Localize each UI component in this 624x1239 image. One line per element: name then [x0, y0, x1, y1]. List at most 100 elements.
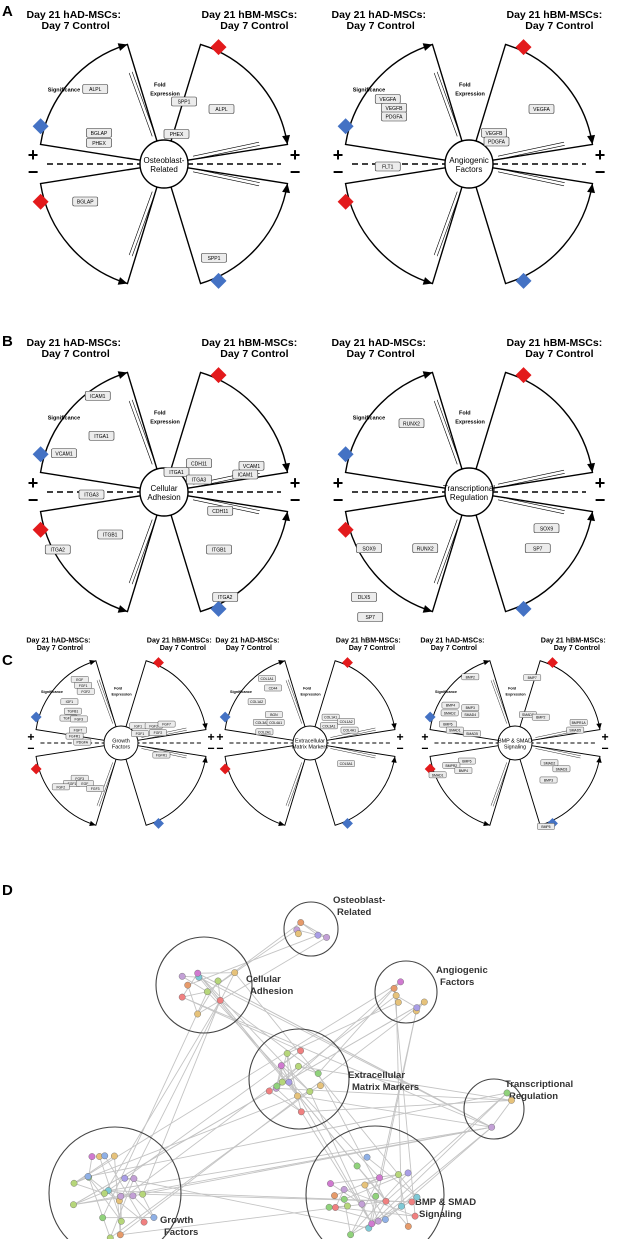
gene-box — [441, 701, 460, 709]
gene-box — [86, 785, 105, 792]
gene-box — [157, 720, 176, 728]
network-cluster-label: Osteoblast- — [333, 895, 385, 906]
fold-arrow-line — [330, 746, 376, 757]
network-node — [99, 1214, 107, 1222]
gene-box — [149, 729, 167, 736]
gene-label: FGF3 — [75, 777, 84, 781]
arrowhead — [282, 134, 291, 145]
fold-arrow-line — [433, 519, 458, 584]
network-edge — [368, 1126, 492, 1229]
network-cluster-label: Matrix Markers — [352, 1082, 419, 1093]
network-edge — [280, 1065, 311, 1092]
minus-sign-left: − — [28, 162, 39, 182]
plus-sign-right: + — [602, 730, 609, 744]
fold-arrow-line — [98, 679, 116, 723]
fold-arrow-line — [497, 469, 565, 485]
had-header-line1: Day 21 hAD-MSCs: — [26, 637, 90, 645]
network-node — [178, 972, 186, 980]
network-node — [297, 919, 305, 926]
network-edge — [142, 1000, 221, 1195]
gene-label: FGF2 — [56, 785, 65, 789]
plus-sign-left: + — [27, 730, 34, 744]
significance-marker — [210, 272, 227, 289]
hbm-header-line2: Day 7 Control — [349, 644, 395, 652]
fold-arrow-line — [131, 192, 156, 257]
category-title: Signaling — [504, 744, 526, 750]
petal-sector — [475, 495, 594, 613]
plus-sign-right: + — [595, 145, 606, 165]
gene-label: PDGFA — [386, 115, 404, 121]
gene-box — [537, 823, 555, 830]
fold-arrow-line — [131, 71, 156, 136]
plus-sign-left: + — [28, 145, 39, 165]
gene-box — [51, 783, 70, 791]
panel-label-b: B — [2, 333, 13, 350]
significance-marker — [219, 711, 231, 723]
gene-label: VEGFA — [533, 107, 550, 113]
significance-label: Significance — [48, 416, 80, 422]
network-node — [390, 984, 398, 992]
gene-box — [539, 776, 558, 784]
network-edge — [297, 1095, 492, 1128]
petal-sector — [314, 745, 396, 826]
fold-expression-label: Fold — [154, 83, 166, 89]
arrowhead — [89, 659, 96, 666]
network-cluster-label: Cellular — [246, 974, 281, 985]
gene-label: COL4A1 — [269, 721, 282, 725]
gene-label: SMAD1 — [449, 729, 461, 733]
network-edge — [182, 991, 208, 998]
plus-sign-left: + — [333, 145, 344, 165]
network-node — [408, 1198, 416, 1206]
network-edge — [119, 1065, 299, 1202]
network-node — [327, 1180, 334, 1187]
gene-label: COL3A1 — [322, 724, 335, 728]
significance-marker — [337, 446, 354, 463]
gene-label: COL4A1 — [343, 729, 356, 733]
network-node — [306, 1088, 314, 1095]
gene-box — [412, 543, 439, 554]
network-node — [411, 1212, 419, 1220]
fold-expression-label: Expression — [112, 693, 133, 697]
fold-arrow-line — [490, 680, 507, 724]
network-edge — [296, 929, 327, 938]
fold-arrow-line — [287, 763, 305, 807]
significance-marker — [210, 39, 227, 56]
fold-arrow-line — [192, 141, 260, 157]
network-node — [340, 1195, 348, 1203]
gene-box — [321, 713, 340, 721]
network-edge — [207, 922, 302, 993]
network-edge — [300, 922, 327, 938]
network-node — [368, 1220, 376, 1228]
network-cluster-circle — [463, 1078, 525, 1140]
gene-box — [445, 726, 464, 734]
arrowhead — [202, 756, 208, 763]
network-node — [340, 1186, 348, 1193]
fold-arrow-line — [285, 680, 302, 724]
arrowhead — [117, 277, 128, 285]
gene-box — [337, 718, 355, 725]
gene-box — [51, 448, 77, 459]
network-node — [117, 1217, 125, 1225]
fold-arrow-line — [98, 763, 116, 807]
network-cluster-circle — [155, 936, 253, 1034]
gene-label: BMP4 — [446, 704, 455, 708]
minus-sign-right: − — [208, 742, 215, 756]
network-cluster-circle — [48, 1126, 182, 1239]
gene-label: ALPL — [215, 107, 227, 113]
arrowhead — [89, 820, 96, 827]
gene-label: SP7 — [366, 615, 376, 621]
significance-marker — [337, 193, 354, 210]
petal-sector — [344, 495, 463, 613]
plus-sign-right: + — [290, 145, 301, 165]
network-node — [178, 993, 186, 1001]
arrowhead — [117, 371, 128, 379]
category-title: Cellular — [150, 484, 177, 493]
arrowhead — [587, 134, 596, 145]
network-edge — [124, 1177, 369, 1229]
gene-label: BMP2 — [536, 716, 545, 720]
network-node — [503, 1089, 511, 1097]
network-edge — [133, 1178, 155, 1218]
